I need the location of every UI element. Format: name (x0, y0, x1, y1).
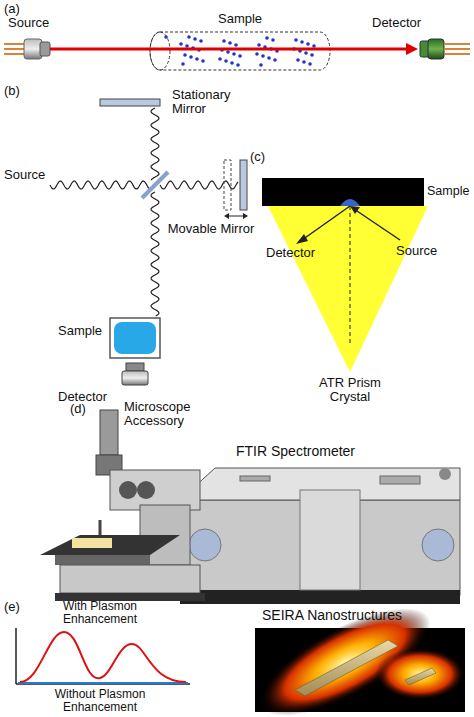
part-label: Sample (218, 12, 262, 26)
part-label: Source (8, 16, 49, 30)
panel-d (40, 410, 460, 604)
part-label: Source (396, 244, 437, 258)
panel-a (4, 32, 470, 70)
part-label: Sample (58, 324, 102, 338)
part-label: SEIRA Nanostructures (262, 608, 402, 623)
part-label: Detector (372, 16, 421, 30)
part-label: FTIR Spectrometer (236, 444, 355, 459)
part-label: Source (4, 168, 45, 182)
panel-letter: (e) (4, 600, 20, 614)
part-label: Microscope Accessory (124, 400, 208, 428)
part-label: Movable Mirror (156, 222, 266, 236)
panel-letter: (b) (4, 84, 20, 98)
panel-e (16, 587, 465, 717)
panel-b (50, 99, 248, 385)
panel-letter: (c) (250, 150, 265, 164)
part-label: Stationary Mirror (172, 88, 252, 116)
panel-letter: (d) (70, 402, 86, 416)
part-label: ATR Prism Crystal (310, 376, 390, 404)
curve-label: With Plasmon Enhancement (45, 600, 155, 626)
curve-label: Without Plasmon Enhancement (40, 688, 160, 714)
panel-letter: (a) (4, 2, 20, 16)
part-label: Detector (266, 246, 315, 260)
panel-c (262, 178, 428, 372)
part-label: Sample (427, 184, 469, 198)
